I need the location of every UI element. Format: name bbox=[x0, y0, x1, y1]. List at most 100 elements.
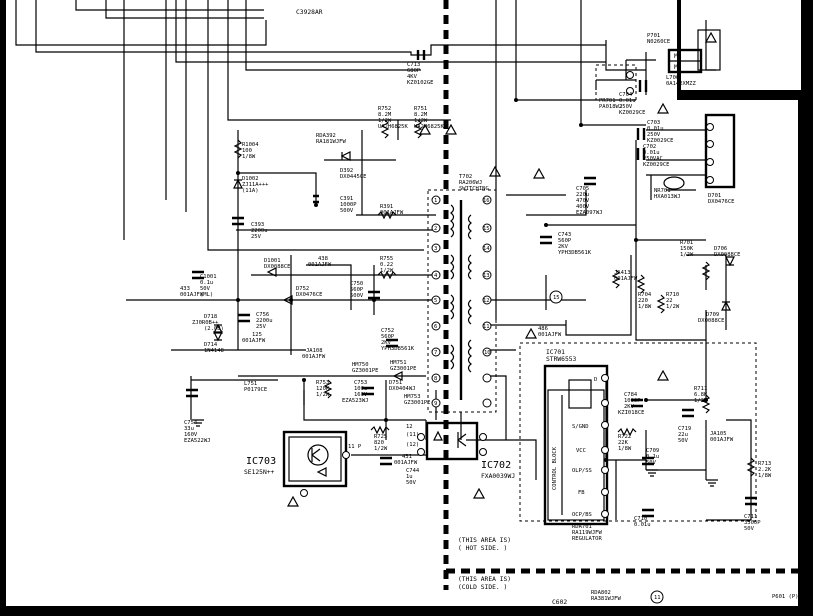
svg-text:R713: R713 bbox=[758, 461, 771, 467]
svg-text:N0260CE: N0260CE bbox=[647, 39, 670, 45]
svg-text:D751: D751 bbox=[389, 380, 402, 386]
svg-text:470V: 470V bbox=[576, 198, 590, 204]
svg-text:EZA522WJ: EZA522WJ bbox=[184, 438, 211, 444]
ic701-fet bbox=[568, 379, 592, 409]
svg-text:125: 125 bbox=[252, 332, 262, 338]
svg-text:250VAC: 250VAC bbox=[643, 156, 663, 162]
svg-text:KZ0029CE: KZ0029CE bbox=[647, 138, 674, 144]
svg-text:250V: 250V bbox=[619, 104, 633, 110]
svg-text:FB: FB bbox=[578, 490, 585, 496]
svg-text:JA105: JA105 bbox=[710, 431, 727, 437]
svg-text:DX0476CE: DX0476CE bbox=[296, 292, 323, 298]
label-hot-side: (THIS AREA IS)( HOT SIDE. ) bbox=[458, 537, 511, 552]
ic703-internals bbox=[307, 444, 329, 466]
svg-text:R1004: R1004 bbox=[242, 142, 259, 148]
svg-text:C1001: C1001 bbox=[200, 274, 217, 280]
label-cold-side: (THIS AREA IS)(COLD SIDE. ) bbox=[458, 576, 511, 591]
svg-text:C703: C703 bbox=[647, 120, 660, 126]
svg-text:100: 100 bbox=[242, 148, 252, 154]
svg-text:001AJFW: 001AJFW bbox=[180, 292, 204, 298]
svg-text:0.01u: 0.01u bbox=[647, 126, 664, 132]
label-tap-11p: 11 P bbox=[348, 444, 362, 450]
svg-text:DX0088CE: DX0088CE bbox=[264, 264, 291, 270]
svg-text:(2.0B): (2.0B) bbox=[204, 326, 224, 332]
svg-text:RDA701: RDA701 bbox=[572, 524, 592, 530]
svg-text:UA2H6825K: UA2H6825K bbox=[414, 124, 444, 130]
svg-text:8: 8 bbox=[434, 376, 437, 382]
svg-text:OLP/SS: OLP/SS bbox=[572, 468, 592, 474]
label-m2: M2 bbox=[674, 64, 682, 71]
svg-text:0A142XMZZ: 0A142XMZZ bbox=[666, 81, 696, 87]
svg-text:50V: 50V bbox=[646, 460, 657, 466]
svg-text:1/8W: 1/8W bbox=[242, 154, 256, 160]
svg-text:OCP/BS: OCP/BS bbox=[572, 512, 592, 518]
label-m1: M1 bbox=[674, 53, 682, 60]
svg-text:JA108: JA108 bbox=[306, 348, 323, 354]
svg-text:16: 16 bbox=[483, 198, 490, 204]
svg-text:680P: 680P bbox=[407, 68, 421, 74]
svg-text:DX0476CE: DX0476CE bbox=[708, 199, 735, 205]
svg-text:C704: C704 bbox=[619, 92, 633, 98]
svg-text:D1001: D1001 bbox=[264, 258, 281, 264]
svg-text:GZ3001PE: GZ3001PE bbox=[352, 368, 379, 374]
label-tap-12b: (12) bbox=[406, 442, 419, 448]
svg-text:2: 2 bbox=[434, 226, 437, 232]
svg-text:1/2W: 1/2W bbox=[378, 118, 392, 124]
svg-text:4KV: 4KV bbox=[407, 74, 418, 80]
svg-text:1: 1 bbox=[434, 198, 437, 204]
svg-text:EZA523WJ: EZA523WJ bbox=[342, 398, 369, 404]
svg-text:D1002: D1002 bbox=[242, 176, 259, 182]
svg-text:EZA097WJ: EZA097WJ bbox=[576, 210, 603, 216]
ic702-internals bbox=[433, 430, 467, 448]
svg-text:50V: 50V bbox=[406, 480, 417, 486]
right-edge-bar bbox=[798, 100, 807, 606]
svg-text:R711: R711 bbox=[694, 386, 707, 392]
svg-text:DX0404WJ: DX0404WJ bbox=[389, 386, 416, 392]
svg-text:160V: 160V bbox=[184, 432, 198, 438]
svg-text:500V: 500V bbox=[340, 208, 354, 214]
svg-text:C711: C711 bbox=[744, 514, 757, 520]
svg-text:GZ3001PE: GZ3001PE bbox=[390, 366, 417, 372]
svg-text:L706: L706 bbox=[666, 75, 679, 81]
svg-text:HM751: HM751 bbox=[390, 360, 407, 366]
svg-text:438: 438 bbox=[318, 256, 328, 262]
svg-text:JA413: JA413 bbox=[614, 270, 631, 276]
svg-text:RA119WJFW: RA119WJFW bbox=[572, 530, 602, 536]
svg-text:001AJFW: 001AJFW bbox=[538, 332, 562, 338]
label-signal-15: 15 bbox=[553, 295, 560, 301]
svg-text:C710: C710 bbox=[634, 516, 647, 522]
svg-text:11: 11 bbox=[483, 324, 490, 330]
ic703-body bbox=[282, 430, 348, 488]
svg-text:5: 5 bbox=[434, 298, 437, 304]
svg-text:22u: 22u bbox=[678, 432, 688, 438]
svg-text:25V: 25V bbox=[251, 234, 262, 240]
svg-text:C752: C752 bbox=[381, 328, 394, 334]
svg-text:NR701: NR701 bbox=[654, 188, 671, 194]
rda701-regulator-outline bbox=[519, 342, 757, 522]
svg-text:1/2W: 1/2W bbox=[666, 304, 680, 310]
svg-text:8.2M: 8.2M bbox=[414, 112, 428, 118]
svg-text:S/GND: S/GND bbox=[572, 424, 589, 430]
